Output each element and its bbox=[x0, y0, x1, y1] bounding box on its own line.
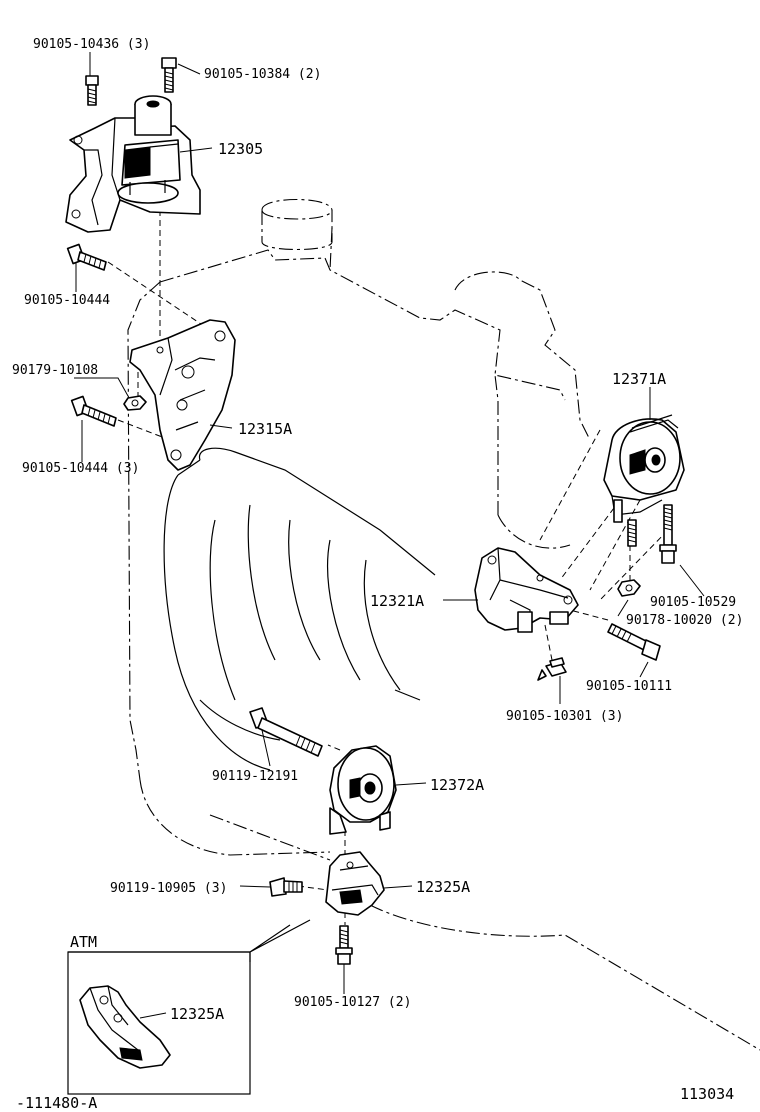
bolt-90105-10529 bbox=[659, 504, 677, 564]
bolt-90105-10127 bbox=[335, 925, 353, 965]
nut-90178-10020 bbox=[617, 579, 641, 597]
label-nut-90179-10108: 90179-10108 bbox=[12, 363, 98, 378]
leader-lines bbox=[74, 52, 705, 1019]
engine-phantom-outline bbox=[127, 198, 760, 1051]
label-bolt-90119-12191: 90119-12191 bbox=[212, 769, 298, 784]
label-inset-12325A: 12325A bbox=[170, 1005, 224, 1023]
mount-12305 bbox=[65, 95, 201, 233]
label-bolt-90105-10301: 90105-10301 (3) bbox=[506, 709, 623, 724]
mount-12371A bbox=[603, 414, 685, 547]
intake-manifold bbox=[163, 447, 436, 771]
label-bracket-12321A: 12321A bbox=[370, 592, 424, 610]
label-ref-111480-A: -111480-A bbox=[16, 1094, 97, 1112]
label-bracket-12315A: 12315A bbox=[238, 420, 292, 438]
label-mount-12371A: 12371A bbox=[612, 370, 666, 388]
bracket-12325A bbox=[325, 851, 385, 916]
label-bolt-90105-10444-upper: 90105-10444 bbox=[24, 293, 110, 308]
label-bolt-90105-10384: 90105-10384 (2) bbox=[204, 67, 321, 82]
bolt-90105-10301 bbox=[537, 657, 567, 681]
bolt-90105-10384 bbox=[161, 57, 177, 93]
label-nut-90178-10020: 90178-10020 (2) bbox=[626, 613, 743, 628]
label-inset-atm: ATM bbox=[70, 933, 97, 951]
label-mount-12305: 12305 bbox=[218, 140, 263, 158]
bolt-90105-10444-upper bbox=[66, 243, 107, 271]
label-bolt-90105-10444-lower: 90105-10444 (3) bbox=[22, 461, 139, 476]
callout-labels: 90105-10436 (3) 90105-10384 (2) 12305 90… bbox=[12, 37, 743, 1112]
label-bolt-90105-10111: 90105-10111 bbox=[586, 679, 672, 694]
label-bolt-90105-10529: 90105-10529 bbox=[650, 595, 736, 610]
label-bolt-90119-10905: 90119-10905 (3) bbox=[110, 881, 227, 896]
label-bolt-90105-10436: 90105-10436 (3) bbox=[33, 37, 150, 52]
bracket-12315A bbox=[129, 319, 236, 471]
assembly-lines bbox=[107, 200, 669, 925]
label-mount-12372A: 12372A bbox=[430, 776, 484, 794]
bracket-12321A bbox=[474, 547, 579, 633]
label-bracket-12325A: 12325A bbox=[416, 878, 470, 896]
bolt-90119-10905 bbox=[269, 877, 303, 897]
bolt-90105-10111 bbox=[607, 623, 661, 661]
label-bolt-90105-10127: 90105-10127 (2) bbox=[294, 995, 411, 1010]
bolt-90105-10444-lower bbox=[70, 395, 117, 427]
bolt-90119-12191 bbox=[249, 707, 323, 757]
mount-12372A bbox=[329, 745, 397, 835]
bolt-90105-10436 bbox=[85, 75, 99, 106]
label-ref-113034: 113034 bbox=[680, 1085, 734, 1103]
atm-inset bbox=[67, 919, 311, 1095]
nut-90179-10108 bbox=[123, 395, 147, 411]
